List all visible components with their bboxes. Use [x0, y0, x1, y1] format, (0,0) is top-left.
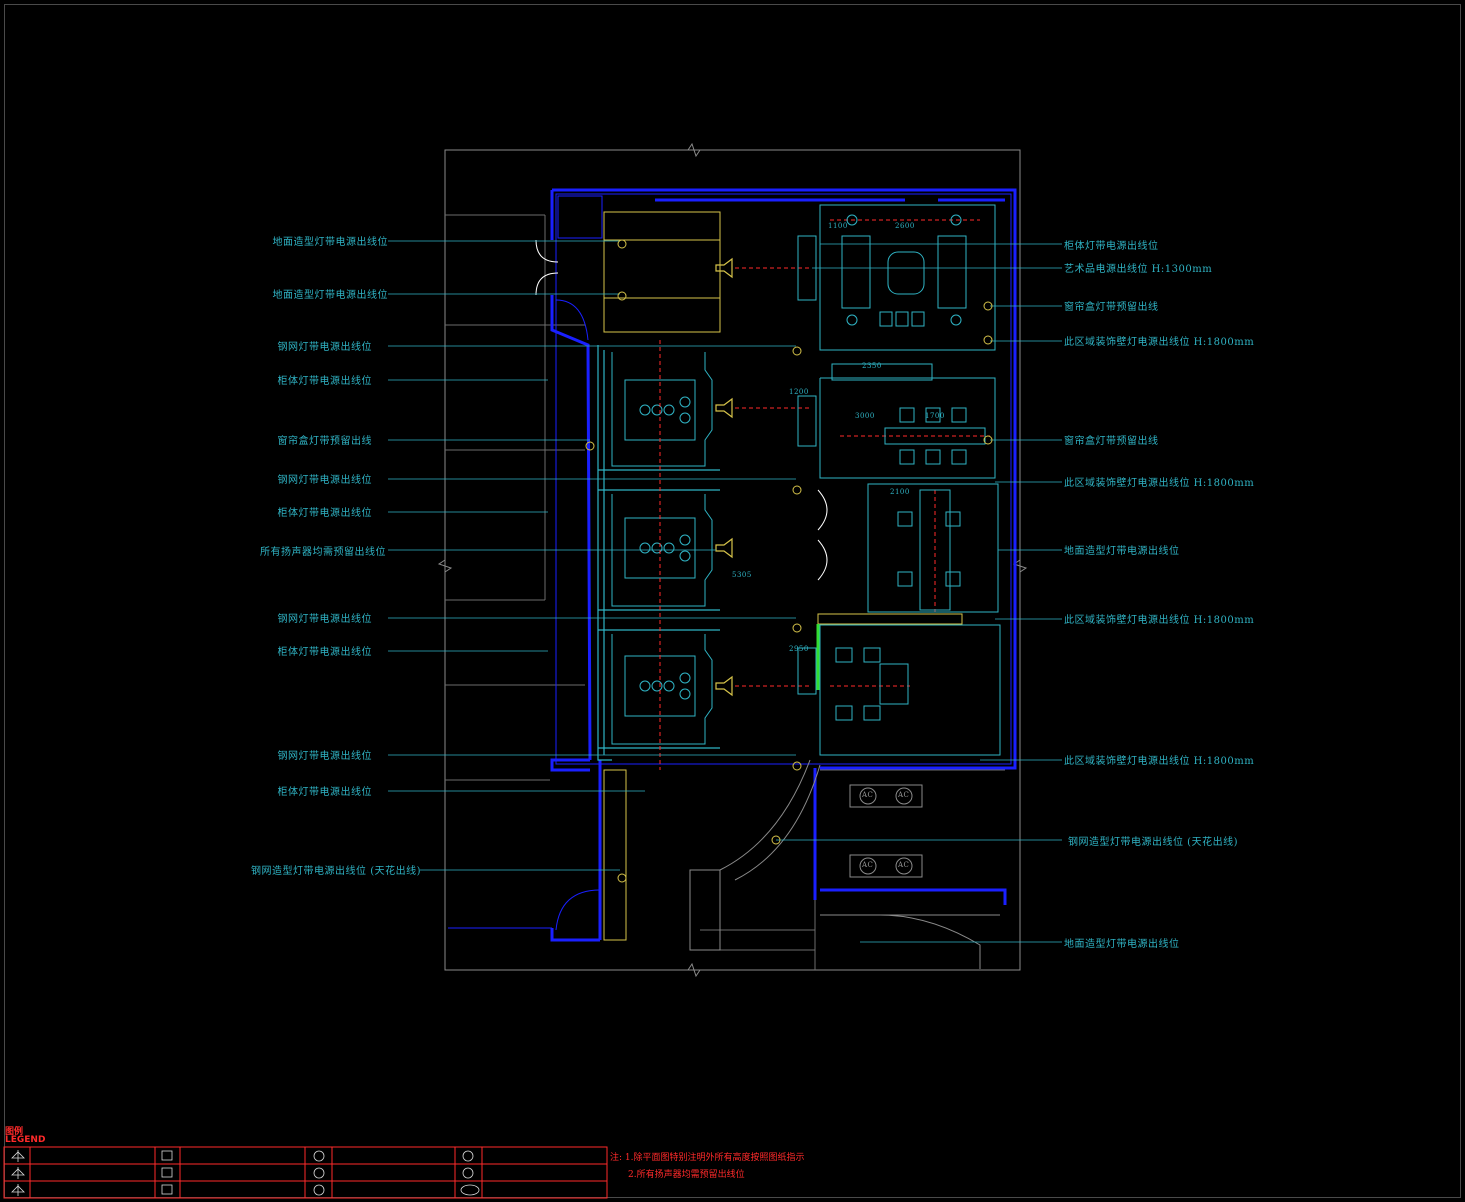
annotation-left: 柜体灯带电源出线位 [277, 376, 372, 387]
exterior-lines [445, 214, 1005, 970]
break-mark-left [437, 559, 453, 573]
lounge-room [797, 204, 996, 351]
corridor-outline [597, 345, 720, 761]
legend-title-cn: 图例 [5, 1127, 24, 1137]
annotation-right: 柜体灯带电源出线位 [1064, 241, 1159, 252]
annotation-left: 窗帘盒灯带预留出线 [277, 436, 372, 447]
note-line-1: 注: 1.除平面图特别注明外所有高度按照图纸指示 [610, 1153, 805, 1163]
dim-1700: 1700 [925, 412, 945, 420]
break-mark-bottom [687, 962, 701, 978]
ac-label: AC [898, 861, 910, 869]
ac-label: AC [862, 861, 874, 869]
dim-1200: 1200 [789, 388, 809, 396]
wall-inner [448, 193, 1012, 931]
annotation-right: 窗帘盒灯带预留出线 [1064, 302, 1159, 313]
dim-3000: 3000 [855, 412, 875, 420]
annotation-left: 钢网灯带电源出线位 [277, 342, 372, 353]
entry-area [603, 211, 721, 941]
annotation-right: 地面造型灯带电源出线位 [1064, 939, 1180, 950]
leader-lines-left [388, 240, 796, 871]
annotation-right: 窗帘盒灯带预留出线 [1064, 436, 1159, 447]
chair-sets [639, 396, 691, 700]
annotation-left: 柜体灯带电源出线位 [277, 647, 372, 658]
meeting-room-right-1 [797, 363, 996, 479]
leader-lines-right [776, 243, 1062, 943]
annotation-left: 地面造型灯带电源出线位 [272, 237, 388, 248]
annotation-left: 钢网灯带电源出线位 [277, 751, 372, 762]
ac-label: AC [898, 791, 910, 799]
annotation-right: 此区域装饰壁灯电源出线位 H:1800mm [1064, 615, 1255, 626]
dim-1100: 1100 [828, 222, 848, 230]
entry-doors [535, 239, 828, 581]
outlet-symbols [585, 239, 993, 883]
break-mark-top [687, 142, 701, 158]
dim-5305: 5305 [732, 571, 752, 579]
ac-unit-boxes [849, 784, 923, 878]
annotation-left: 钢网灯带电源出线位 [277, 475, 372, 486]
glass-wall [817, 613, 963, 625]
dim-2100: 2100 [890, 488, 910, 496]
annotation-right: 地面造型灯带电源出线位 [1064, 546, 1180, 557]
annotation-right: 此区域装饰壁灯电源出线位 H:1800mm [1064, 756, 1255, 767]
annotation-right: 钢网造型灯带电源出线位 (天花出线) [1068, 837, 1238, 848]
centre-lines [659, 219, 990, 770]
meeting-room-right-2 [797, 483, 1001, 756]
drawing-frame [4, 4, 1461, 1198]
annotation-left: 柜体灯带电源出线位 [277, 787, 372, 798]
annotation-right: 艺术品电源出线位 H:1300mm [1064, 264, 1213, 275]
annotation-right: 此区域装饰壁灯电源出线位 H:1800mm [1064, 337, 1255, 348]
speakers [715, 257, 733, 697]
annotation-left: 所有扬声器均需预留出线位 [260, 547, 386, 558]
stair-area [689, 759, 1000, 969]
note-line-2: 2.所有扬声器均需预留出线位 [628, 1170, 745, 1180]
break-mark-right [1012, 559, 1028, 573]
annotation-right: 此区域装饰壁灯电源出线位 H:1800mm [1064, 478, 1255, 489]
annotation-left: 钢网造型灯带电源出线位 (天花出线) [251, 866, 421, 877]
walls [550, 188, 1017, 942]
dim-2350: 2350 [862, 362, 882, 370]
annotation-left: 柜体灯带电源出线位 [277, 508, 372, 519]
legend-title-en: LEGEND [5, 1135, 46, 1145]
ac-label: AC [862, 791, 874, 799]
dim-2950: 2950 [789, 645, 809, 653]
legend-title: 图例 LEGEND [5, 1127, 46, 1145]
annotation-left: 钢网灯带电源出线位 [277, 614, 372, 625]
dim-2600: 2600 [895, 222, 915, 230]
annotation-left: 地面造型灯带电源出线位 [272, 290, 388, 301]
